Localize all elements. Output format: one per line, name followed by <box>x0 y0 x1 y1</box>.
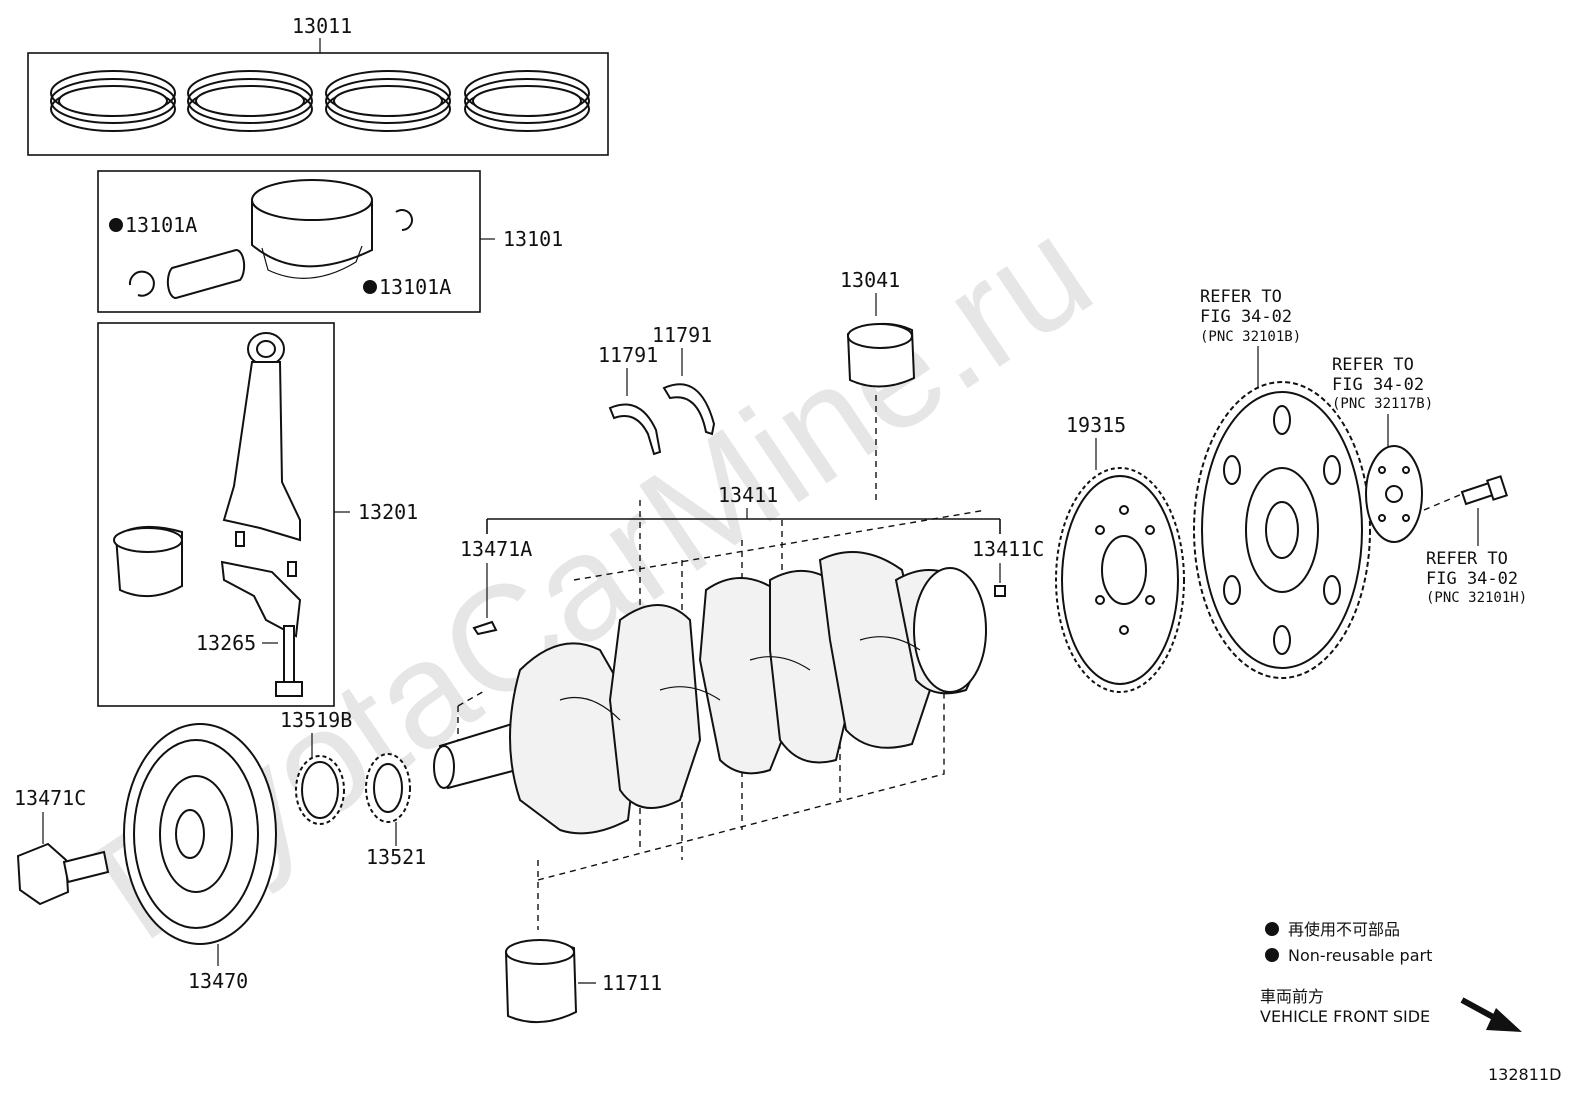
callout-main-bearing[interactable]: 11711 <box>602 971 662 995</box>
ref-2-line3: (PNC 32117B) <box>1332 396 1433 412</box>
crank-sprocket <box>295 755 345 825</box>
pulley-bolt <box>16 842 110 906</box>
non-reusable-legend-icon <box>1265 922 1279 936</box>
ref-2-line2: FIG 34-02 <box>1332 375 1424 395</box>
crankshaft <box>433 500 987 930</box>
callout-piston-pin-clip-lower[interactable]: 13101A <box>379 275 451 299</box>
ref-3-line2: FIG 34-02 <box>1426 569 1518 589</box>
crank-pulley <box>123 723 277 945</box>
piston-sub-assy-box <box>97 170 481 313</box>
ref-2-line1: REFER TO <box>1332 355 1414 375</box>
rod-bearing <box>846 322 916 388</box>
piston-ring-set-box <box>27 52 609 156</box>
callout-piston-ring-set[interactable]: 13011 <box>292 14 352 38</box>
callout-pulley-bolt[interactable]: 13471C <box>14 786 86 810</box>
legend-non-reusable-jp: 再使用不可部品 <box>1288 920 1400 939</box>
callout-crankshaft[interactable]: 13411 <box>718 483 778 507</box>
ref-3-line1: REFER TO <box>1426 549 1508 569</box>
ref-1-line1: REFER TO <box>1200 287 1282 307</box>
non-reusable-mark-icon <box>109 218 123 232</box>
rod-bolt <box>275 625 303 697</box>
thrust-washer-left <box>608 403 662 456</box>
piston <box>128 179 413 300</box>
ref-1-line2: FIG 34-02 <box>1200 307 1292 327</box>
crank-pin <box>994 585 1006 597</box>
figure-id: 132811D <box>1488 1065 1561 1084</box>
callout-rod-bolt[interactable]: 13265 <box>196 631 256 655</box>
ref-3-line3: (PNC 32101H) <box>1426 590 1527 606</box>
flywheel-bolt <box>1460 475 1509 506</box>
flywheel-ring-gear <box>1193 381 1371 679</box>
piston-rings <box>50 70 590 132</box>
callout-thrust-washer-left[interactable]: 11791 <box>598 343 658 367</box>
callout-plate[interactable]: 19315 <box>1066 413 1126 437</box>
crank-key <box>472 620 498 636</box>
thrust-washer-right <box>662 383 716 436</box>
legend-non-reusable-en: Non-reusable part <box>1288 946 1432 965</box>
ref-1-line3: (PNC 32101B) <box>1200 329 1301 345</box>
drive-plate <box>1055 467 1185 693</box>
non-reusable-legend-icon <box>1265 948 1279 962</box>
callout-crank-sprocket[interactable]: 13519B <box>280 708 352 732</box>
callout-crank-pulley[interactable]: 13470 <box>188 969 248 993</box>
main-bearing <box>504 939 578 1024</box>
connecting-rod-box <box>97 322 335 707</box>
legend-front-en: VEHICLE FRONT SIDE <box>1260 1007 1430 1026</box>
callout-timing-rotor[interactable]: 13521 <box>366 845 426 869</box>
front-direction-arrow-icon <box>1460 997 1522 1032</box>
timing-rotor <box>365 753 411 823</box>
spacer-plate <box>1365 445 1423 543</box>
callout-connecting-rod[interactable]: 13201 <box>358 500 418 524</box>
non-reusable-mark-icon <box>363 280 377 294</box>
legend-front-jp: 車両前方 <box>1260 987 1324 1006</box>
connecting-rod <box>113 332 302 638</box>
callout-piston-sub-assy[interactable]: 13101 <box>503 227 563 251</box>
callout-crank-key[interactable]: 13471A <box>460 537 532 561</box>
callout-piston-pin-clip-upper[interactable]: 13101A <box>125 213 197 237</box>
callout-crank-pin[interactable]: 13411C <box>972 537 1044 561</box>
callout-thrust-washer-right[interactable]: 11791 <box>652 323 712 347</box>
callout-rod-bearing[interactable]: 13041 <box>840 268 900 292</box>
